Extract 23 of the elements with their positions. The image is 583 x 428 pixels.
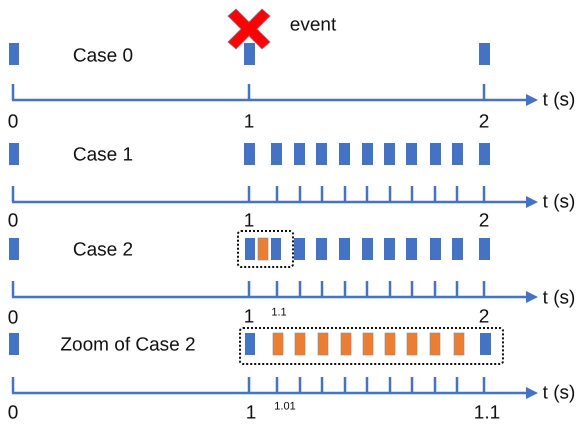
tick-label: 0 [8, 308, 18, 328]
tick-label: 0 [8, 212, 18, 230]
axis-label: t (s) [542, 384, 576, 402]
tick-label: 1.1 [474, 404, 500, 422]
tick-label: 1 [244, 308, 254, 326]
tick-label: 1.01 [274, 402, 296, 412]
tick-label: 1 [244, 112, 254, 132]
row-title: Case 0 [72, 46, 134, 66]
event-label: event [290, 16, 336, 34]
tick-label: 2 [478, 112, 490, 132]
row-title: Case 2 [72, 240, 134, 260]
tick-label: 1.1 [271, 308, 287, 318]
axis-label: t (s) [542, 192, 576, 212]
tick-label: 2 [478, 308, 490, 326]
axis-label: t (s) [542, 90, 576, 110]
tick-label: 2 [478, 212, 490, 230]
tick-label: 0 [8, 404, 18, 422]
tick-label: 1 [246, 404, 256, 422]
axis-label: t (s) [542, 288, 576, 308]
tick-label: 0 [8, 112, 18, 132]
row-title: Zoom of Case 2 [60, 336, 196, 354]
tick-label: 1 [244, 212, 254, 230]
row-title: Case 1 [72, 146, 134, 164]
